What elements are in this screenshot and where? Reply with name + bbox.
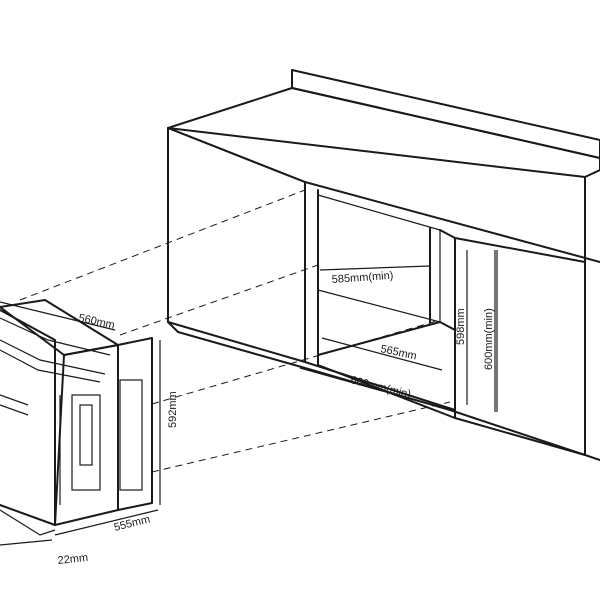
oven-width-dim-line (0, 301, 116, 331)
oven-dimensions (0, 301, 161, 546)
oven-depth-dim-line (54, 509, 159, 536)
cabinet-width-label: 600mm(min) (349, 374, 412, 401)
niche-depth-dim-line (321, 337, 443, 371)
cabinet (167, 69, 600, 461)
door-offset-dim-line (0, 539, 53, 546)
cabinet-worktop (291, 69, 600, 159)
cabinet-height-label: 600mm(min) (483, 308, 495, 370)
oven-door-bottom (0, 509, 56, 536)
cabinet-width-dim-line (299, 367, 451, 411)
cabinet-right-section (454, 237, 586, 456)
niche-height-label: 598mm (455, 308, 467, 345)
oven-door-handle (0, 394, 29, 406)
oven-door-line (0, 404, 29, 416)
oven-side (54, 344, 119, 526)
oven-width-label: 560mm (77, 312, 115, 331)
oven-height-label: 592mm (167, 391, 179, 428)
oven-top-rail-3 (0, 349, 101, 383)
oven-back-plate (119, 379, 143, 491)
oven-top-rail-1 (0, 317, 111, 356)
oven-front (0, 309, 56, 526)
projection-lines (19, 189, 451, 473)
niche-width-dim-line (319, 265, 431, 271)
oven (0, 299, 153, 536)
niche-depth-label: 565mm (379, 343, 417, 362)
cabinet-plinth (304, 361, 456, 411)
niche-width-label: 585mm(min) (331, 270, 393, 286)
oven-side-slot (79, 404, 93, 466)
cabinet-front-top-edge (167, 127, 600, 263)
oven-top-rail-2 (0, 339, 106, 375)
cabinet-right-edge (454, 176, 586, 456)
door-offset-label: 22mm (57, 552, 89, 567)
cabinet-dimensions (299, 250, 496, 412)
cabinet-left-panel (167, 127, 306, 363)
oven-side-plate (71, 394, 101, 491)
oven-depth-label: 555mm (113, 513, 152, 534)
oven-back-panel (117, 337, 153, 511)
cabinet-top-face (167, 87, 600, 178)
